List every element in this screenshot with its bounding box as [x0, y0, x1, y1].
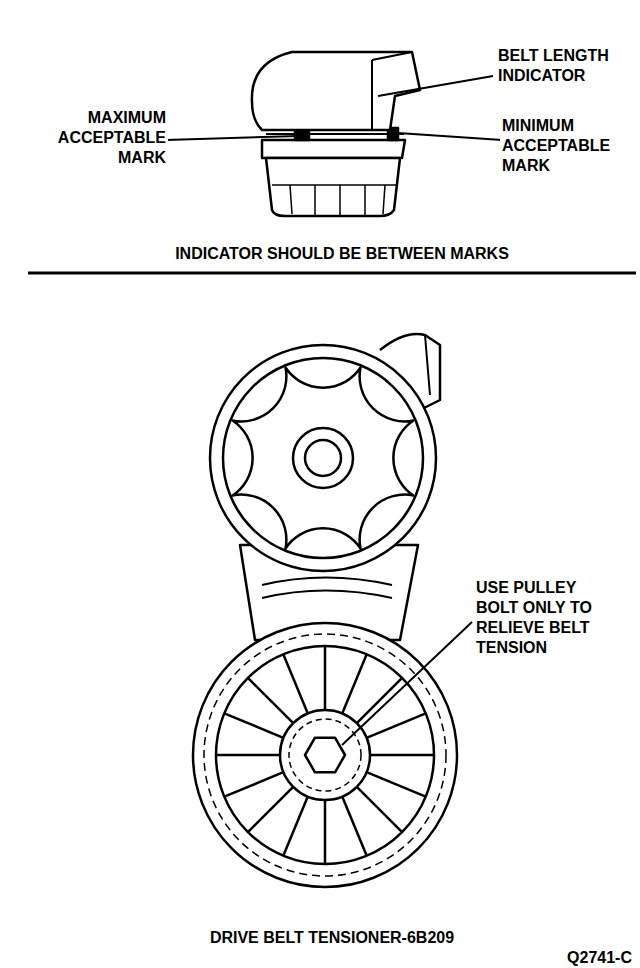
figure-caption: DRIVE BELT TENSIONER-6B209 [90, 928, 574, 948]
part-label: MINIMUM ACCEPTABLE MARK [500, 116, 636, 176]
note-text: USE PULLEY BOLT ONLY TO RELIEVE BELT TEN… [474, 578, 608, 658]
note-text: INDICATOR SHOULD BE BETWEEN MARKS [110, 244, 574, 264]
part-label: BELT LENGTH INDICATOR [496, 46, 636, 86]
figure-number: Q2741-C [530, 948, 634, 968]
part-label: MAXIMUM ACCEPTABLE MARK [26, 108, 168, 168]
